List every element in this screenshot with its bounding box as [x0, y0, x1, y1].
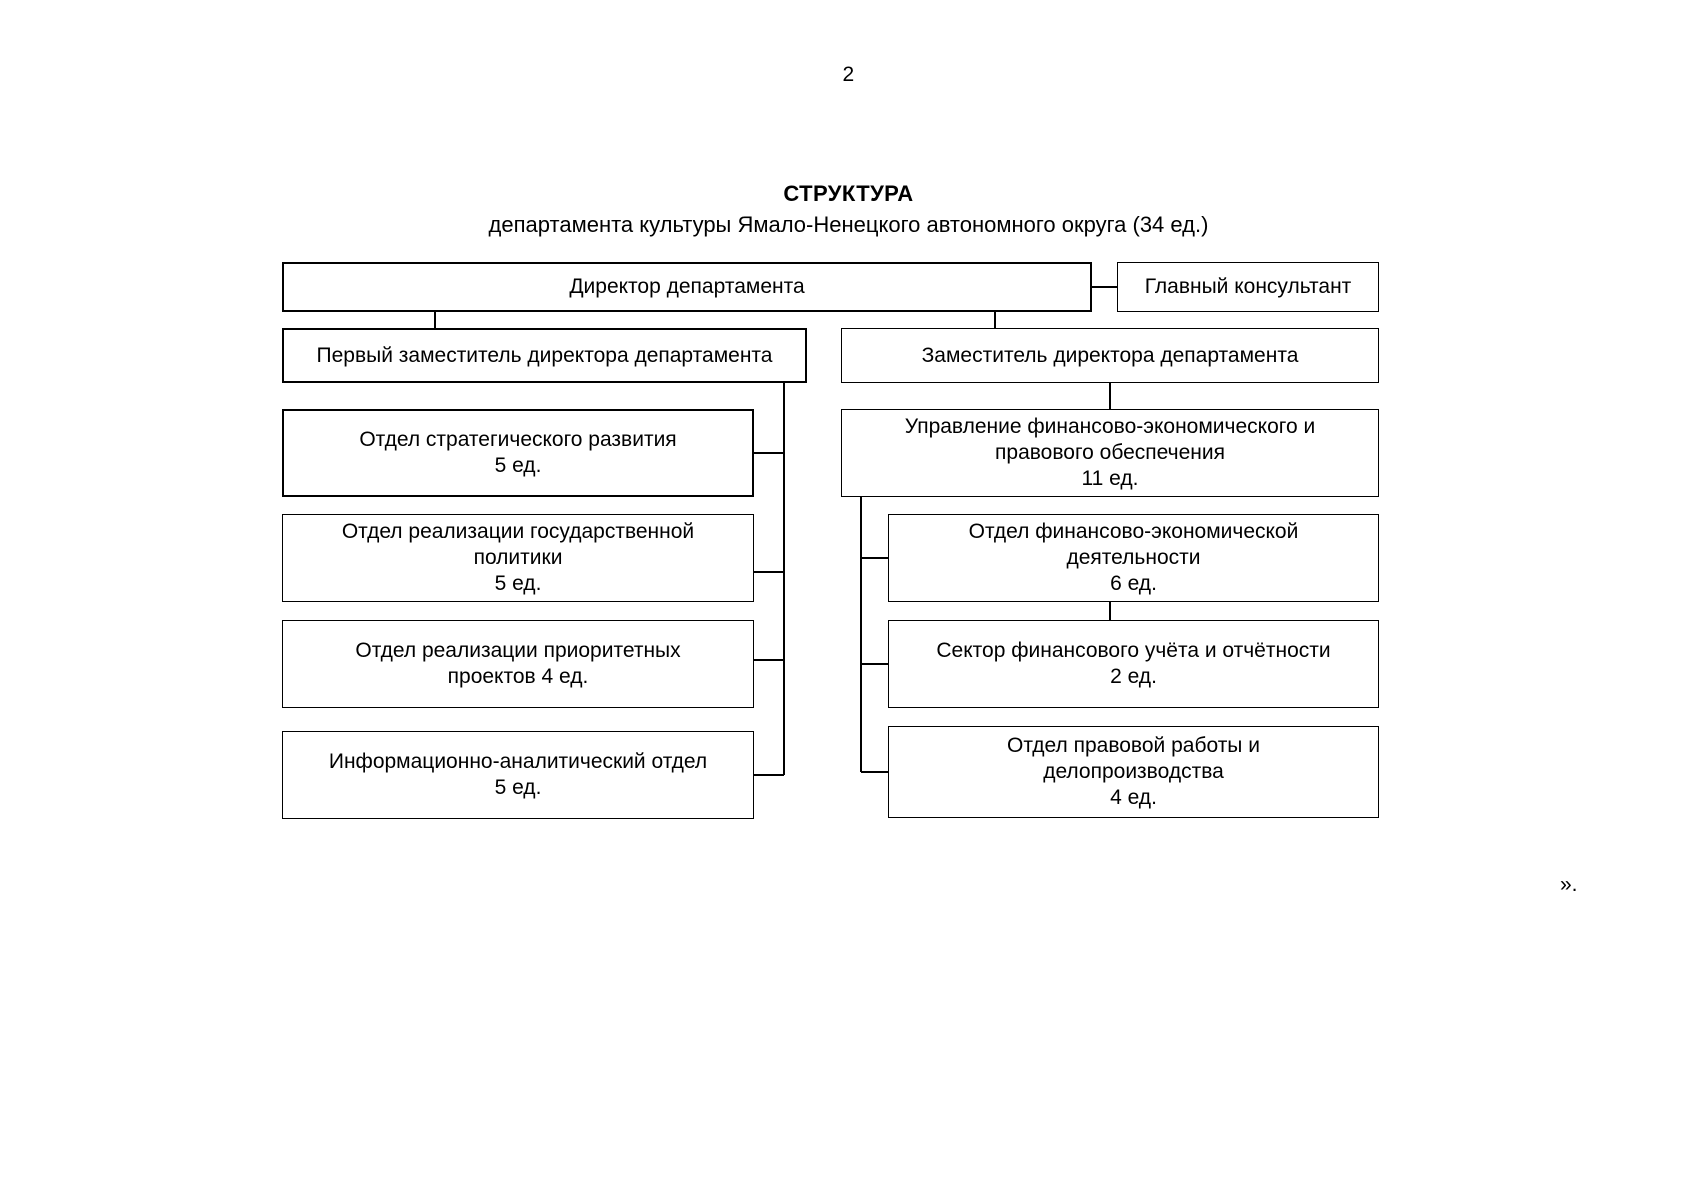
- node-first-deputy-director[interactable]: Первый заместитель директора департамент…: [282, 328, 807, 383]
- node-chief-consultant-label: Главный консультант: [1144, 275, 1352, 298]
- closing-quotation-mark: ».: [1560, 873, 1578, 896]
- node-state-policy-department-label: Отдел реализации государственной политик…: [341, 520, 695, 595]
- heading-block: СТРУКТУРА департамента культуры Ямало-Не…: [0, 180, 1697, 240]
- node-financial-accounting-sector[interactable]: Сектор финансового учёта и отчётности 2 …: [888, 620, 1379, 708]
- page-subtitle: департамента культуры Ямало-Ненецкого ав…: [488, 212, 1209, 237]
- node-finance-legal-management-label: Управление финансово-экономического и пр…: [904, 415, 1316, 490]
- node-legal-work-department-label: Отдел правовой работы и делопроизводства…: [1007, 734, 1260, 809]
- node-legal-work-department[interactable]: Отдел правовой работы и делопроизводства…: [888, 726, 1379, 818]
- node-financial-economic-department[interactable]: Отдел финансово-экономической деятельнос…: [888, 514, 1379, 602]
- node-director[interactable]: Директор департамента: [282, 262, 1092, 312]
- page-title: СТРУКТУРА: [783, 181, 914, 206]
- node-first-deputy-director-label: Первый заместитель директора департамент…: [316, 343, 773, 367]
- page-number: 2: [842, 63, 855, 86]
- node-state-policy-department[interactable]: Отдел реализации государственной политик…: [282, 514, 754, 602]
- node-information-analytical-department-label: Информационно-аналитический отдел 5 ед.: [328, 750, 708, 799]
- node-priority-projects-department-label: Отдел реализации приоритетных проектов 4…: [355, 639, 681, 688]
- node-priority-projects-department[interactable]: Отдел реализации приоритетных проектов 4…: [282, 620, 754, 708]
- node-strategic-development-department-label: Отдел стратегического развития 5 ед.: [359, 428, 677, 477]
- node-financial-economic-department-label: Отдел финансово-экономической деятельнос…: [968, 520, 1299, 595]
- node-finance-legal-management[interactable]: Управление финансово-экономического и пр…: [841, 409, 1379, 497]
- node-strategic-development-department[interactable]: Отдел стратегического развития 5 ед.: [282, 409, 754, 497]
- node-deputy-director[interactable]: Заместитель директора департамента: [841, 328, 1379, 383]
- node-director-label: Директор департамента: [569, 275, 805, 298]
- node-information-analytical-department[interactable]: Информационно-аналитический отдел 5 ед.: [282, 731, 754, 819]
- node-financial-accounting-sector-label: Сектор финансового учёта и отчётности 2 …: [936, 639, 1331, 688]
- node-deputy-director-label: Заместитель директора департамента: [921, 343, 1299, 367]
- node-chief-consultant[interactable]: Главный консультант: [1117, 262, 1379, 312]
